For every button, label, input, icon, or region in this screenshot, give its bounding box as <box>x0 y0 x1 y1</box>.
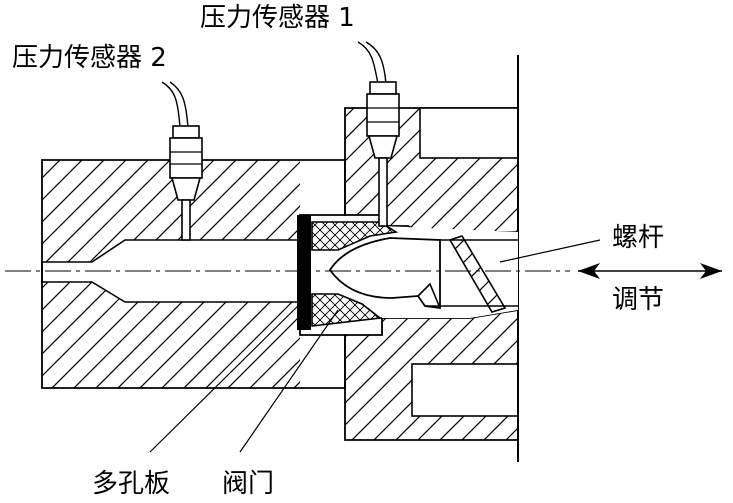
valve-ring-lower <box>311 293 383 327</box>
label-valve: 阀门 <box>222 469 274 499</box>
porous-plate <box>297 215 311 330</box>
housing-cutout-bottom <box>411 363 519 417</box>
die-body-lower <box>42 280 300 388</box>
leader-screw <box>499 239 601 263</box>
leader-porous-plate <box>149 295 309 453</box>
adjust-arrow-icon <box>578 263 722 279</box>
label-porous-plate: 多孔板 <box>92 469 170 499</box>
label-sensor-2: 压力传感器 2 <box>12 43 167 73</box>
pressure-sensor-2 <box>161 81 203 241</box>
screw-tip <box>328 237 441 310</box>
pressure-sensor-1 <box>357 41 400 227</box>
label-screw: 螺杆 <box>612 223 664 253</box>
housing-cutout-top <box>419 107 519 159</box>
label-adjust: 调节 <box>612 285 664 315</box>
screw-flight <box>448 235 507 313</box>
leader-valve <box>239 309 339 453</box>
screw-notch <box>417 282 441 309</box>
die-body-upper <box>42 160 300 262</box>
label-sensor-1: 压力传感器 1 <box>200 3 355 33</box>
